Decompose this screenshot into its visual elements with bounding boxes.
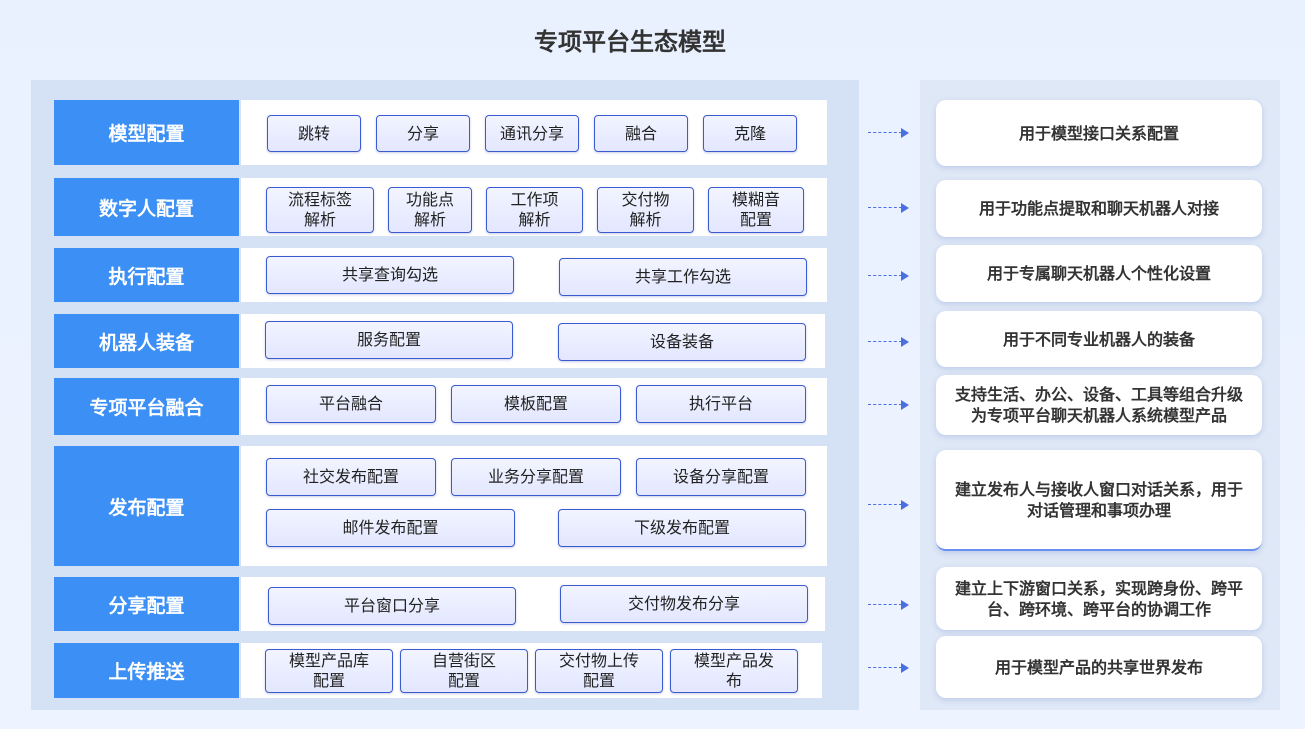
row-digital-human-config: 数字人配置 流程标签 解析 功能点 解析 工作项 解析 交付物 解析 模糊音 配… (54, 178, 827, 236)
item-chip[interactable]: 融合 (594, 115, 688, 152)
arrow-connector (868, 128, 910, 138)
page-title: 专项平台生态模型 (534, 28, 726, 56)
item-chip[interactable]: 平台融合 (266, 385, 436, 423)
item-chip[interactable]: 自营街区 配置 (400, 649, 528, 693)
item-chip[interactable]: 流程标签 解析 (266, 187, 374, 233)
description-card: 用于模型产品的共享世界发布 (936, 636, 1262, 698)
row-content: 模型产品库 配置 自营街区 配置 交付物上传 配置 模型产品发 布 (241, 643, 822, 698)
item-chip[interactable]: 交付物 解析 (597, 187, 694, 233)
item-chip[interactable]: 模型产品发 布 (670, 649, 798, 693)
arrow-connector (868, 600, 910, 610)
item-chip[interactable]: 模糊音 配置 (708, 187, 804, 233)
description-card: 支持生活、办公、设备、工具等组合升级为专项平台聊天机器人系统模型产品 (936, 375, 1262, 435)
category-label: 上传推送 (54, 643, 239, 698)
item-chip[interactable]: 功能点 解析 (388, 187, 472, 233)
category-label: 数字人配置 (54, 178, 239, 236)
category-label: 执行配置 (54, 248, 239, 302)
category-label: 发布配置 (54, 446, 239, 566)
item-chip[interactable]: 服务配置 (265, 321, 513, 359)
row-execution-config: 执行配置 共享查询勾选 共享工作勾选 (54, 248, 827, 302)
description-card: 用于专属聊天机器人个性化设置 (936, 245, 1262, 302)
item-chip[interactable]: 通讯分享 (485, 115, 579, 152)
category-label: 专项平台融合 (54, 378, 239, 435)
item-chip[interactable]: 模板配置 (451, 385, 621, 423)
row-content: 流程标签 解析 功能点 解析 工作项 解析 交付物 解析 模糊音 配置 (241, 178, 827, 236)
item-chip[interactable]: 共享查询勾选 (266, 256, 514, 294)
arrow-connector (868, 203, 910, 213)
row-content: 社交发布配置 业务分享配置 设备分享配置 邮件发布配置 下级发布配置 (241, 446, 827, 566)
item-chip[interactable]: 交付物发布分享 (560, 585, 808, 623)
description-card: 建立上下游窗口关系，实现跨身份、跨平台、跨环境、跨平台的协调工作 (936, 567, 1262, 630)
item-chip[interactable]: 分享 (376, 115, 470, 152)
item-chip[interactable]: 业务分享配置 (451, 458, 621, 496)
item-chip[interactable]: 跳转 (267, 115, 361, 152)
description-card: 用于模型接口关系配置 (936, 100, 1262, 166)
category-label: 分享配置 (54, 577, 239, 631)
row-content: 共享查询勾选 共享工作勾选 (241, 248, 827, 302)
row-content: 服务配置 设备装备 (241, 314, 825, 368)
row-content: 平台融合 模板配置 执行平台 (241, 378, 827, 435)
arrow-connector (868, 500, 910, 510)
item-chip[interactable]: 设备分享配置 (636, 458, 806, 496)
description-card: 用于不同专业机器人的装备 (936, 311, 1262, 367)
category-label: 机器人装备 (54, 314, 239, 368)
arrow-connector (868, 663, 910, 673)
row-content: 平台窗口分享 交付物发布分享 (241, 577, 825, 631)
item-chip[interactable]: 社交发布配置 (266, 458, 436, 496)
item-chip[interactable]: 共享工作勾选 (559, 258, 807, 296)
item-chip[interactable]: 模型产品库 配置 (265, 649, 393, 693)
row-platform-fusion: 专项平台融合 平台融合 模板配置 执行平台 (54, 378, 827, 435)
item-chip[interactable]: 执行平台 (636, 385, 806, 423)
item-chip[interactable]: 下级发布配置 (558, 509, 806, 547)
category-label: 模型配置 (54, 100, 239, 165)
description-card: 建立发布人与接收人窗口对话关系，用于对话管理和事项办理 (936, 450, 1262, 551)
row-publish-config: 发布配置 社交发布配置 业务分享配置 设备分享配置 邮件发布配置 下级发布配置 (54, 446, 827, 566)
row-upload-push: 上传推送 模型产品库 配置 自营街区 配置 交付物上传 配置 模型产品发 布 (54, 643, 827, 698)
row-robot-equipment: 机器人装备 服务配置 设备装备 (54, 314, 827, 368)
item-chip[interactable]: 平台窗口分享 (268, 587, 516, 625)
item-chip[interactable]: 设备装备 (558, 323, 806, 361)
item-chip[interactable]: 工作项 解析 (486, 187, 583, 233)
item-chip[interactable]: 邮件发布配置 (266, 509, 515, 547)
arrow-connector (868, 400, 910, 410)
item-chip[interactable]: 克隆 (703, 115, 797, 152)
arrow-connector (868, 271, 910, 281)
row-share-config: 分享配置 平台窗口分享 交付物发布分享 (54, 577, 827, 631)
item-chip[interactable]: 交付物上传 配置 (535, 649, 663, 693)
row-content: 跳转 分享 通讯分享 融合 克隆 (241, 100, 827, 165)
arrow-connector (868, 337, 910, 347)
row-model-config: 模型配置 跳转 分享 通讯分享 融合 克隆 (54, 100, 827, 165)
description-card: 用于功能点提取和聊天机器人对接 (936, 180, 1262, 237)
